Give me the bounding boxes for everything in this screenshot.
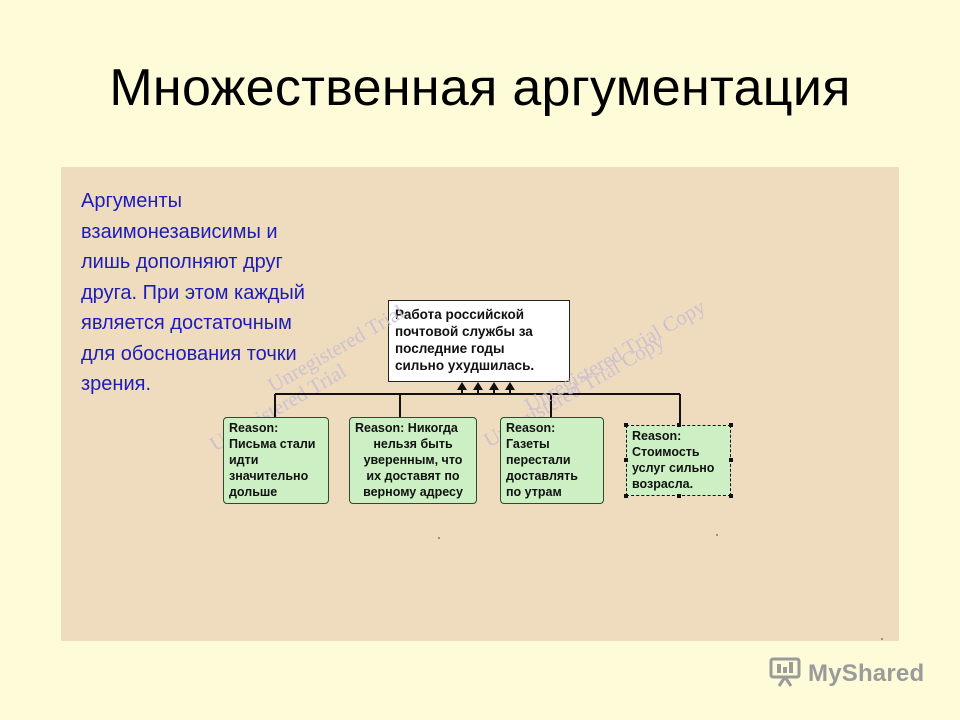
claim-line: Работа российской bbox=[395, 307, 525, 322]
reason-line: доставлять bbox=[506, 469, 578, 483]
slide-title: Множественная аргументация bbox=[109, 59, 851, 117]
arrowhead-icon bbox=[489, 382, 499, 390]
selection-handle[interactable] bbox=[729, 458, 733, 462]
explanation-line: друга. При этом каждый bbox=[81, 281, 305, 304]
brand-name: MyShared bbox=[808, 660, 925, 687]
speck bbox=[881, 638, 883, 640]
myshared-brand[interactable]: MyShared bbox=[768, 656, 924, 692]
selection-handle[interactable] bbox=[729, 423, 733, 427]
explanation-text: Аргументы взаимонезависимы и лишь дополн… bbox=[81, 186, 381, 400]
reason-line: Письма стали bbox=[229, 437, 316, 451]
reason-line: Газеты bbox=[506, 437, 550, 451]
selection-handle[interactable] bbox=[624, 494, 628, 498]
reason-label: Reason: bbox=[229, 421, 279, 435]
reason-label: Reason: bbox=[506, 421, 556, 435]
content-panel bbox=[61, 167, 899, 641]
reason-label: Reason: bbox=[632, 429, 682, 443]
selection-handle[interactable] bbox=[624, 458, 628, 462]
reason-box[interactable]: Reason: Письма стали идти значительно до… bbox=[223, 417, 329, 504]
claim-line: почтовой службы за bbox=[395, 324, 533, 339]
arrowhead-icon bbox=[457, 382, 467, 390]
reason-line: перестали bbox=[506, 453, 571, 467]
speck bbox=[716, 534, 718, 536]
claim-line: сильно ухудшилась. bbox=[395, 358, 535, 373]
reason-line: их доставят по bbox=[366, 469, 460, 483]
myshared-logo-icon bbox=[768, 656, 802, 693]
claim-line: последние годы bbox=[395, 341, 505, 356]
reason-box[interactable]: Reason: Никогда нельзя быть уверенным, ч… bbox=[349, 417, 477, 504]
explanation-line: взаимонезависимы и bbox=[81, 220, 278, 243]
reason-line: нельзя быть bbox=[373, 437, 453, 451]
reason-line: возрасла. bbox=[632, 477, 694, 491]
reason-line: по утрам bbox=[506, 485, 562, 499]
explanation-line: лишь дополняют друг bbox=[81, 251, 283, 273]
selection-handle[interactable] bbox=[624, 423, 628, 427]
reason-line: значительно bbox=[229, 469, 309, 483]
selection-handle[interactable] bbox=[677, 494, 681, 498]
reason-box[interactable]: Reason: Газеты перестали доставлять по у… bbox=[500, 417, 604, 504]
reason-line: идти bbox=[229, 453, 259, 467]
selection-handle[interactable] bbox=[677, 423, 681, 427]
reason-line: дольше bbox=[229, 485, 278, 499]
reason-line: услуг сильно bbox=[632, 461, 715, 475]
reason-line: уверенным, что bbox=[363, 453, 463, 467]
explanation-line: зрения. bbox=[81, 373, 152, 395]
reason-label: Reason: Никогда bbox=[355, 421, 458, 435]
reason-box-selected[interactable]: Reason: Стоимость услуг сильно возрасла. bbox=[626, 425, 731, 496]
claim-box[interactable]: Работа российской почтовой службы за пос… bbox=[388, 300, 570, 382]
arrowhead-icon bbox=[473, 382, 483, 390]
reason-line: верному адресу bbox=[363, 485, 463, 499]
explanation-line: для обоснования точки bbox=[81, 342, 297, 365]
arrowhead-icon bbox=[505, 382, 515, 390]
explanation-line: Аргументы bbox=[81, 190, 182, 212]
reason-line: Стоимость bbox=[632, 445, 700, 459]
explanation-line: является достаточным bbox=[81, 312, 292, 334]
selection-handle[interactable] bbox=[729, 494, 733, 498]
speck bbox=[438, 537, 440, 539]
